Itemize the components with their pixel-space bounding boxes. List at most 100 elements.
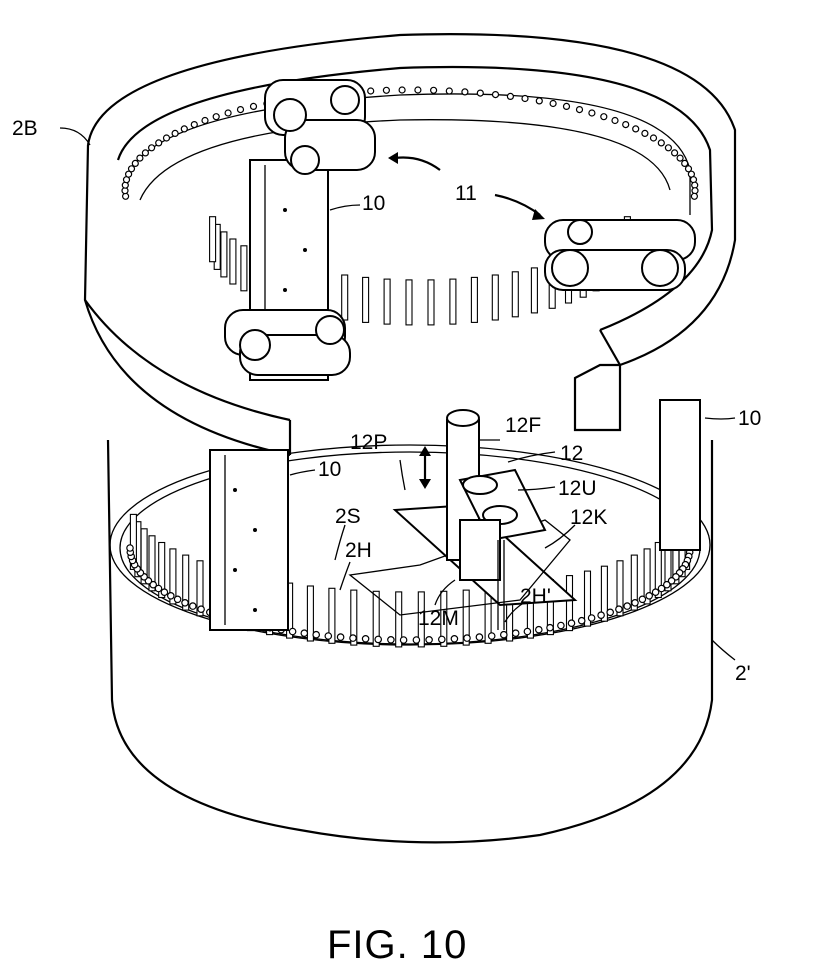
hole-dot [607,609,613,615]
hole-dot [642,130,648,136]
hole-dot [301,630,307,636]
hole-dot [558,622,564,628]
figure-caption: FIG. 10 [327,923,467,967]
hole-dot [616,606,622,612]
hole-dot [547,625,553,631]
hole-dot [646,593,652,599]
hole-dot [665,145,671,151]
hole-dot [639,596,645,602]
label-2h-prime: 2H' [520,585,551,608]
pin [307,586,313,641]
hole-dot [477,90,483,96]
label-10-upper: 10 [362,192,385,215]
label-12: 12 [560,442,583,465]
hole-dot [513,630,519,636]
hole-dot [337,634,343,640]
pin [492,275,498,320]
label-12u: 12U [558,477,597,500]
frame-post-right [660,400,700,550]
hole-dot [426,637,432,643]
hole-dot [550,101,556,107]
hole-dot [325,633,331,639]
hole-dot [399,87,405,93]
hole-dot [489,633,495,639]
hole-dot [238,107,244,113]
hole-dot [598,612,604,618]
hole-dot [507,93,513,99]
hole-dot [658,140,664,146]
pin [384,279,390,324]
hole-dot [164,135,170,141]
label-10-right: 10 [738,407,761,430]
label-2-prime: 2' [735,662,751,685]
pin [221,232,227,277]
label-2b: 2B [12,117,38,140]
hole-dot [383,87,389,93]
hole-dot [132,160,138,166]
hole-dot [182,600,188,606]
label-12k: 12K [570,506,607,529]
label-2s: 2S [335,505,361,528]
hole-dot [172,130,178,136]
carriage-right [545,220,695,290]
pin [406,280,412,325]
hole-dot [691,193,697,199]
label-10-lower: 10 [318,458,341,481]
label-2h: 2H [345,539,372,562]
pin [512,272,518,317]
hole-dot [415,87,421,93]
hole-dot [579,618,585,624]
hole-dot [251,103,257,109]
hole-dot [129,166,135,172]
hole-dot [623,122,629,128]
pin [210,217,216,262]
hole-dot [536,98,542,104]
hole-dot [682,160,688,166]
hole-dot [388,637,394,643]
hole-dot [464,635,470,641]
hole-dot [198,606,204,612]
hole-dot [181,126,187,132]
hole-dot [624,603,630,609]
pin [363,277,369,322]
hole-dot [191,122,197,128]
label-12f: 12F [505,414,541,437]
label-11: 11 [455,182,477,205]
hole-dot [493,92,499,98]
pin [471,277,477,322]
hole-dot [142,150,148,156]
hole-dot [168,593,174,599]
hole-dot [400,637,406,643]
hole-dot [350,635,356,641]
hole-dot [431,87,437,93]
hole-dot [451,636,457,642]
hole-dot [633,126,639,132]
hole-dot [213,114,219,120]
hole-dot [289,628,295,634]
hole-dot [149,145,155,151]
pin [342,275,348,320]
hole-dot [524,628,530,634]
hole-dot [658,585,664,591]
hole-dot [362,636,368,642]
hole-dot [632,600,638,606]
hole-dot [375,636,381,642]
hole-dot [612,118,618,124]
hole-dot [137,155,143,161]
hole-dot [564,103,570,109]
hole-dot [368,88,374,94]
hole-dot [439,636,445,642]
hole-dot [672,150,678,156]
hole-dot [225,110,231,116]
hole-dot [501,632,507,638]
pin [531,268,537,313]
hole-dot [161,589,167,595]
hole-dot [677,155,683,161]
hole-dot [476,634,482,640]
hole-dot [601,114,607,120]
pin [428,280,434,325]
hole-dot [462,89,468,95]
hole-dot [127,545,133,551]
